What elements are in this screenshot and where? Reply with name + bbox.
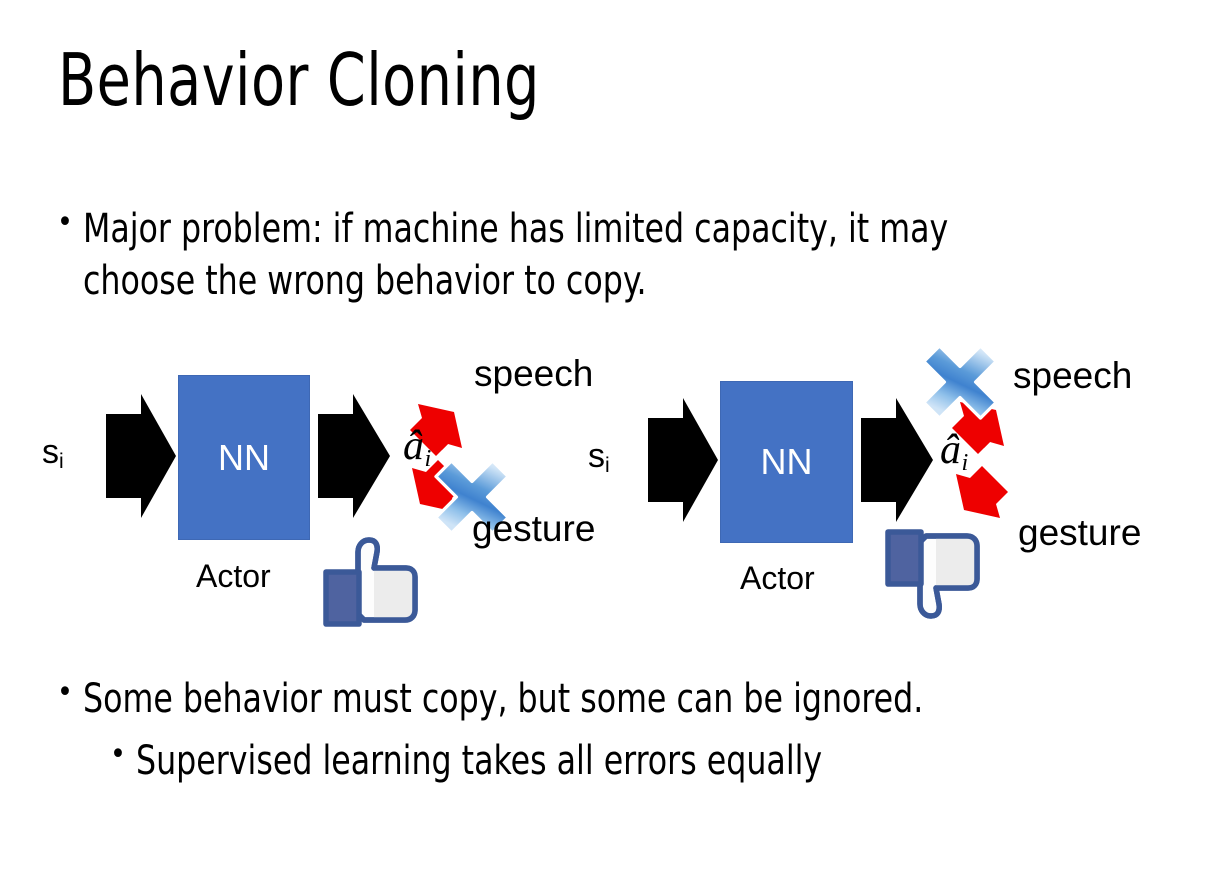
output-action-subscript-left: i xyxy=(424,445,432,473)
input-arrow-left-icon xyxy=(106,394,176,518)
bullet-bottom-1: • Some behavior must copy, but some can … xyxy=(57,673,1157,725)
actor-caption-left: Actor xyxy=(196,558,271,594)
output-action-symbol-right: â xyxy=(940,427,961,473)
input-state-label-left: si xyxy=(42,433,64,474)
output-arrow-left-icon xyxy=(318,394,390,518)
gesture-label-left: gesture xyxy=(472,508,596,549)
bullet-marker-icon: • xyxy=(57,205,73,240)
diagram-left-graphics xyxy=(106,394,510,627)
nn-box-label-right: NN xyxy=(760,441,813,482)
bullet-marker-icon: • xyxy=(110,737,126,772)
bullet-bottom-2: • Supervised learning takes all errors e… xyxy=(110,735,1160,787)
cross-mark-speech-right-icon xyxy=(922,344,998,420)
speech-label-left: speech xyxy=(474,353,594,394)
bullet-bottom-2-text: Supervised learning takes all errors equ… xyxy=(136,738,823,784)
thumbs-down-icon-right xyxy=(885,529,980,619)
bullet-top-text: Major problem: if machine has limited ca… xyxy=(83,206,959,304)
output-action-label-right: âi xyxy=(940,427,968,475)
bullet-bottom-1-text: Some behavior must copy, but some can be… xyxy=(83,676,924,722)
page-title: Behavior Cloning xyxy=(58,38,540,122)
gesture-label-right: gesture xyxy=(1018,512,1142,553)
input-state-symbol-right: s xyxy=(588,437,605,475)
speech-label-right: speech xyxy=(1013,355,1133,396)
bullet-top: • Major problem: if machine has limited … xyxy=(57,203,1147,307)
output-action-label-left: âi xyxy=(403,423,431,471)
nn-box-left[interactable]: NN xyxy=(178,375,310,540)
actor-caption-right: Actor xyxy=(740,560,815,596)
input-state-subscript-right: i xyxy=(605,454,610,478)
output-action-symbol-left: â xyxy=(403,423,424,469)
bullet-marker-icon: • xyxy=(57,675,73,710)
thumbs-up-icon-left xyxy=(323,537,418,627)
input-state-subscript-left: i xyxy=(59,450,64,474)
input-state-label-right: si xyxy=(588,437,610,478)
input-state-symbol-left: s xyxy=(42,433,59,471)
input-arrow-right-icon xyxy=(648,398,718,522)
output-action-subscript-right: i xyxy=(961,449,969,477)
output-arrow-right-icon xyxy=(861,398,933,522)
nn-box-right[interactable]: NN xyxy=(720,381,853,543)
nn-box-label-left: NN xyxy=(218,436,270,478)
